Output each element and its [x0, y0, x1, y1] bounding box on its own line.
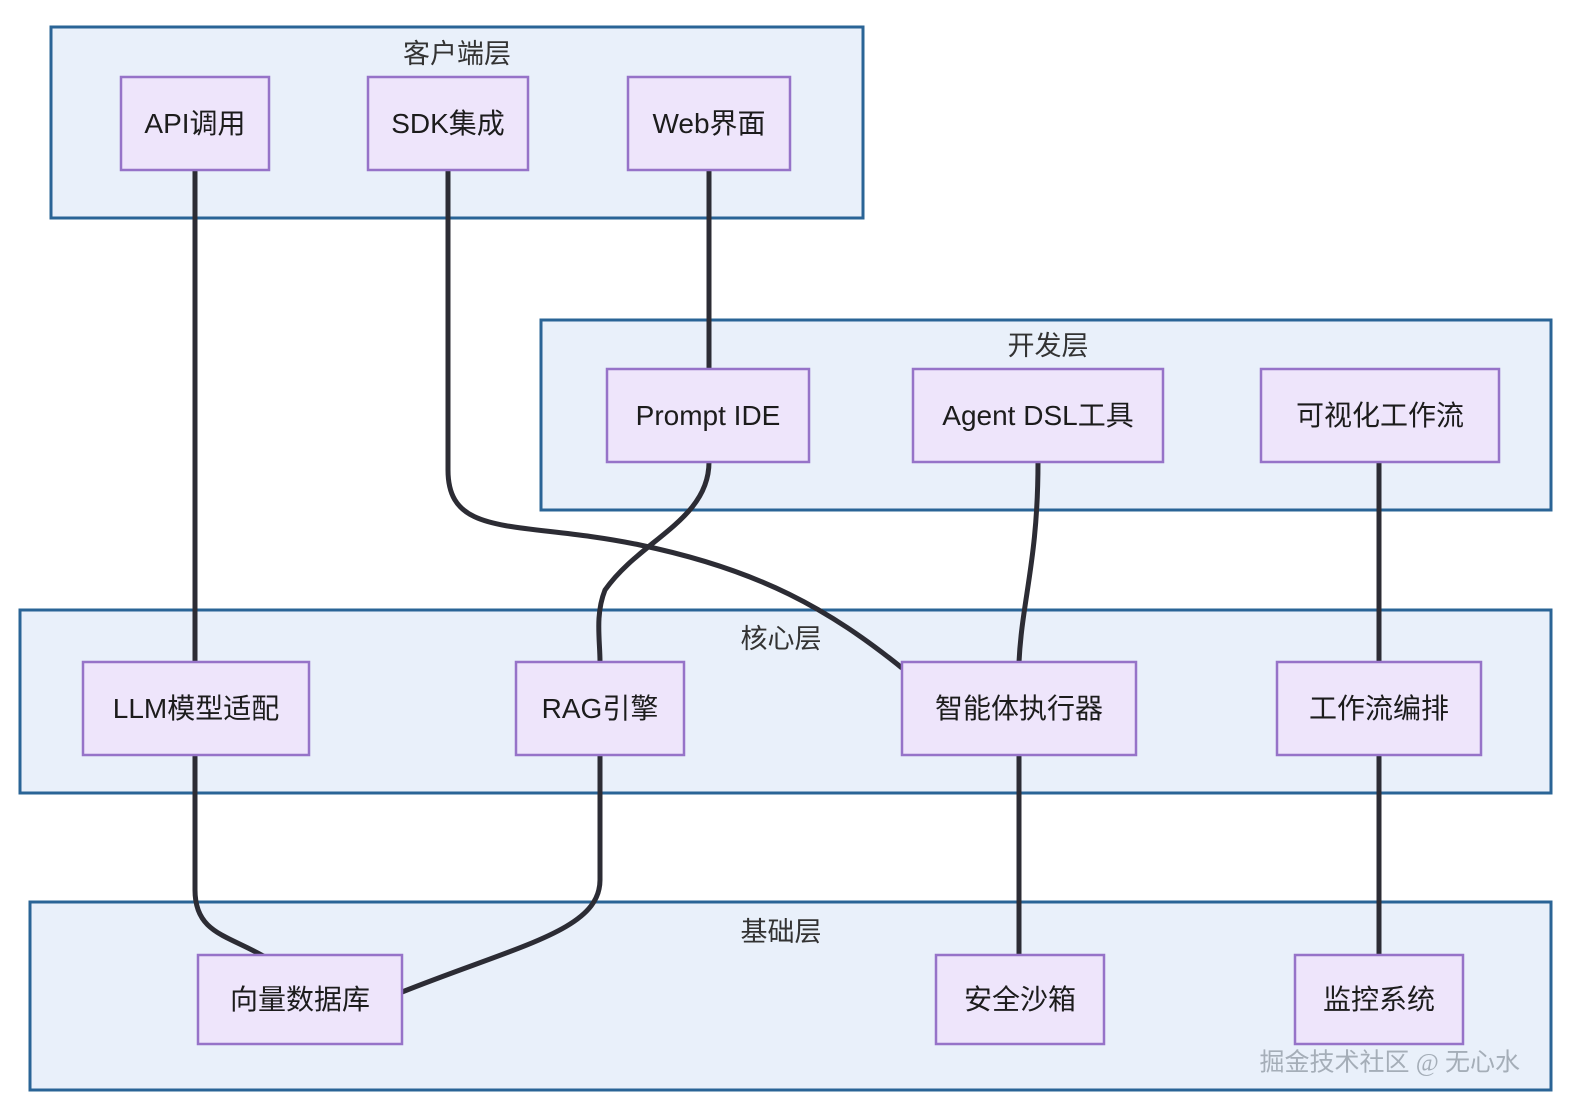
node-workflow-label: 工作流编排 — [1309, 693, 1449, 724]
node-workflow-box[interactable] — [1275, 660, 1483, 757]
layer-dev-title: 开发层 — [1008, 331, 1089, 361]
layer-core-title: 核心层 — [741, 624, 822, 654]
node-sdk-label: SDK集成 — [391, 108, 505, 139]
node-visualflow[interactable]: 可视化工作流 — [1259, 367, 1501, 464]
node-api[interactable]: API调用 — [119, 75, 271, 172]
node-api-box[interactable] — [119, 75, 271, 172]
edge-agentdsl-to-agentexec — [1016, 461, 1041, 663]
node-rag[interactable]: RAG引擎 — [514, 660, 686, 757]
edge-promptide-to-rag — [596, 461, 712, 663]
node-vectordb-label: 向量数据库 — [230, 984, 370, 1015]
node-sandbox-box[interactable] — [934, 953, 1106, 1046]
node-monitor-label: 监控系统 — [1323, 984, 1435, 1015]
node-visualflow-label: 可视化工作流 — [1296, 400, 1464, 431]
node-agentexec-label: 智能体执行器 — [935, 693, 1103, 724]
node-api-label: API调用 — [144, 108, 245, 139]
node-vectordb[interactable]: 向量数据库 — [196, 953, 404, 1046]
layer-base-title: 基础层 — [741, 917, 822, 947]
node-llm-label: LLM模型适配 — [113, 693, 279, 724]
edge-sdk-to-agentexec — [445, 170, 904, 670]
node-web[interactable]: Web界面 — [626, 75, 792, 172]
diagram-nodes: API调用 SDK集成 Web界面 Prompt IDE Agent DSL工具 可视化工… — [81, 75, 1501, 1046]
node-monitor-box[interactable] — [1293, 953, 1465, 1046]
node-web-box[interactable] — [626, 75, 792, 172]
node-promptide-label: Prompt IDE — [636, 400, 781, 431]
node-sdk-box[interactable] — [366, 75, 530, 172]
node-sdk[interactable]: SDK集成 — [366, 75, 530, 172]
node-rag-box[interactable] — [514, 660, 686, 757]
node-visualflow-box[interactable] — [1259, 367, 1501, 464]
connector-edges — [192, 170, 1382, 995]
node-agentexec-box[interactable] — [900, 660, 1138, 757]
node-sandbox[interactable]: 安全沙箱 — [934, 953, 1106, 1046]
node-workflow[interactable]: 工作流编排 — [1275, 660, 1483, 757]
layer-client-title: 客户端层 — [403, 39, 511, 69]
node-monitor[interactable]: 监控系统 — [1293, 953, 1465, 1046]
watermark: 掘金技术社区 @ 无心水 — [1259, 1049, 1520, 1077]
edge-llm-to-vectordb — [192, 755, 272, 963]
node-llm[interactable]: LLM模型适配 — [81, 660, 311, 757]
node-vectordb-box[interactable] — [196, 953, 404, 1046]
node-promptide-box[interactable] — [605, 367, 811, 464]
node-web-label: Web界面 — [652, 108, 765, 139]
node-agentdsl-box[interactable] — [911, 367, 1165, 464]
node-promptide[interactable]: Prompt IDE — [605, 367, 811, 464]
node-llm-box[interactable] — [81, 660, 311, 757]
node-agentdsl[interactable]: Agent DSL工具 — [911, 367, 1165, 464]
node-agentdsl-label: Agent DSL工具 — [942, 400, 1133, 431]
watermark-label: 掘金技术社区 @ 无心水 — [1259, 1049, 1520, 1077]
edge-rag-to-vectordb — [401, 755, 603, 995]
node-agentexec[interactable]: 智能体执行器 — [900, 660, 1138, 757]
node-sandbox-label: 安全沙箱 — [964, 984, 1076, 1015]
node-rag-label: RAG引擎 — [542, 693, 659, 724]
